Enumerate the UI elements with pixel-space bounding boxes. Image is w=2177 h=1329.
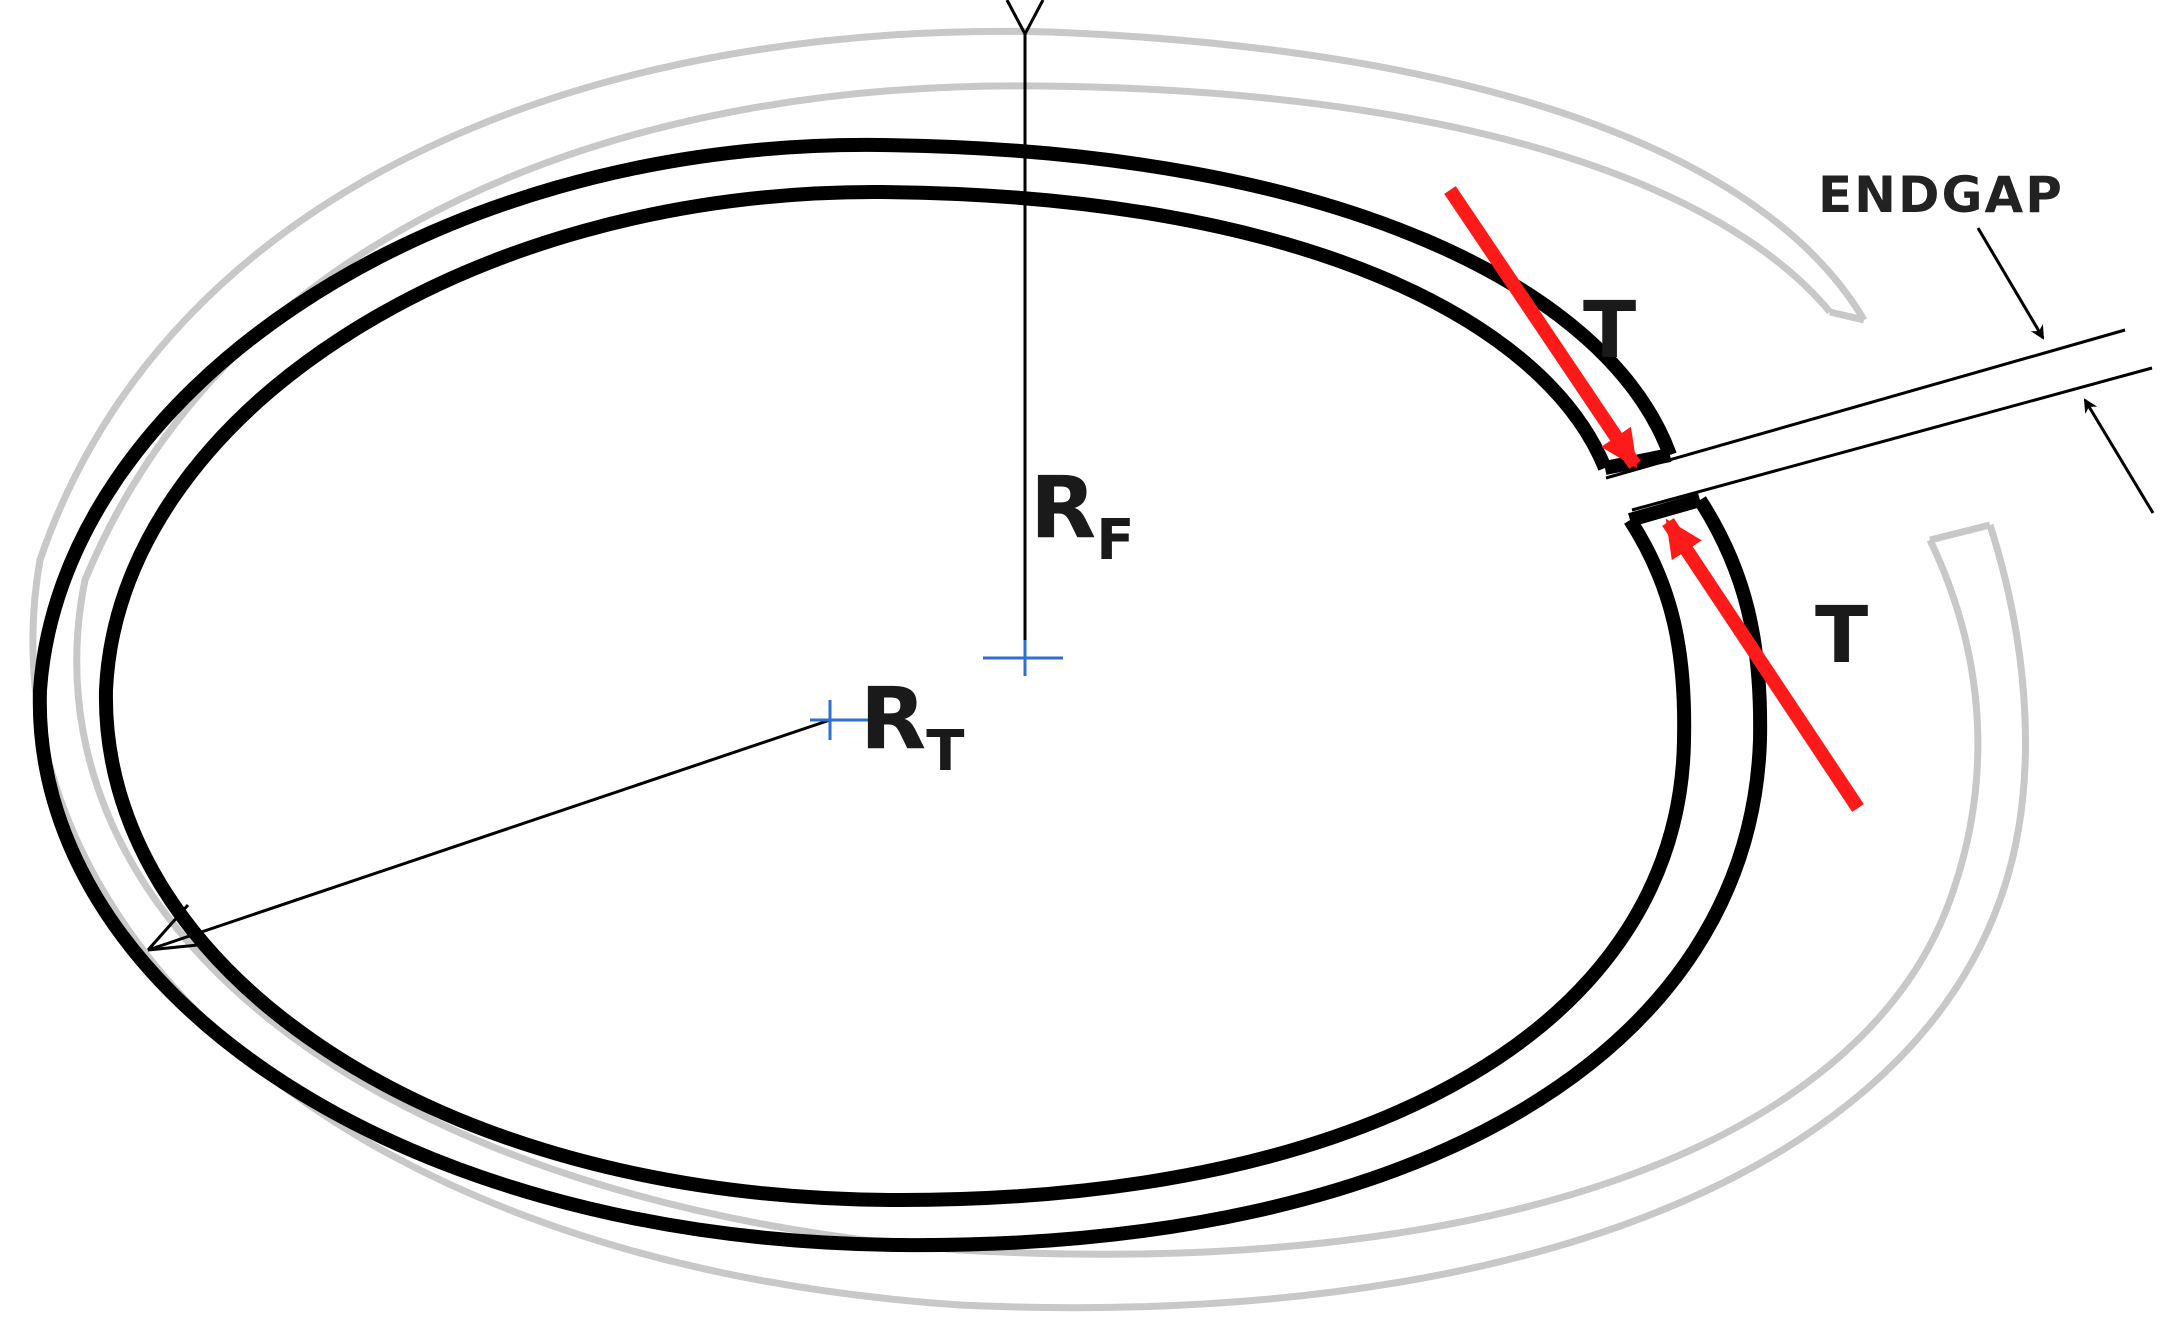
tension-arrow-bottom [1662,518,1864,812]
installed-radius-dimension: RT [146,669,964,952]
endgap-label: ENDGAP [1818,166,2064,224]
installed-radius-line [147,718,831,952]
installed-radius-label: RT [860,669,964,784]
free-radius-label-main: R [1030,458,1096,558]
free-ring-inner-arc [73,82,1982,1258]
installed-radius-tick-b [146,904,190,951]
installed-ring-inner-arc [98,184,1692,1208]
tension-label-bottom: T [1815,591,1868,681]
free-ring-top-end [1829,308,1865,324]
installed-radius-tick-a [147,942,209,952]
tension-arrows: T T [1444,186,1868,812]
endgap-leader-arrow-top [1976,227,2045,340]
endgap-extension-line-bottom [1631,366,2153,512]
free-radius-label-sub: F [1096,508,1134,573]
free-ring-bottom-end [1929,521,1991,544]
tension-arrow-top [1444,186,1641,469]
free-radius-label: RF [1030,458,1135,573]
tension-label-top: T [1583,286,1636,376]
free-ring-outline [29,27,2029,1312]
free-ring-outer-arc [29,27,2029,1312]
installed-ring-bottom-end-cap [1628,493,1702,527]
installed-ring-outer-arc [32,137,1768,1253]
endgap-dimension: ENDGAP [1605,166,2155,514]
endgap-extension-line-top [1605,328,2126,480]
installed-radius-label-main: R [860,669,926,769]
installed-radius-label-sub: T [926,719,964,784]
free-radius-dimension: RF [983,34,1135,676]
endgap-leader-arrow-bottom [2083,398,2155,514]
